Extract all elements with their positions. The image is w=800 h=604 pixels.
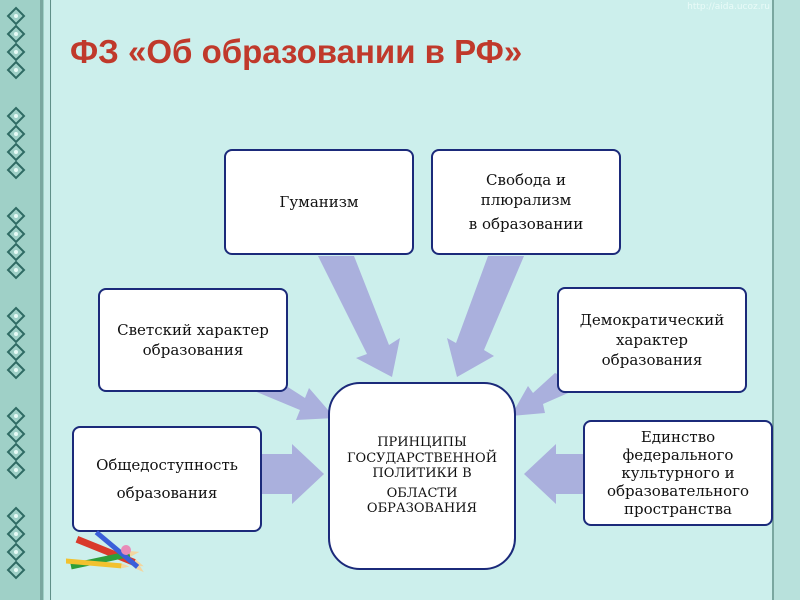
principle-line: в образовании	[468, 215, 584, 234]
pencils-icon	[66, 530, 144, 573]
principle-line: образования	[116, 484, 218, 502]
center-line: ПОЛИТИКИ В	[372, 466, 472, 482]
center-line: ГОСУДАРСТВЕННОЙ	[346, 450, 498, 466]
principle-line: образовательного	[607, 482, 749, 500]
principle-line: Демократический	[579, 310, 725, 329]
arrow-unity	[524, 444, 584, 504]
ornament-icon	[0, 0, 34, 600]
ornament-border-right	[772, 0, 800, 600]
center-line: ПРИНЦИПЫ	[377, 435, 467, 451]
principle-freedom: Свобода и плюрализм в образовании	[431, 149, 621, 255]
slide-title: ФЗ «Об образовании в РФ»	[70, 33, 523, 70]
principle-line: Общедоступность	[96, 455, 238, 474]
principle-unity: Единство федерального культурного и обра…	[583, 420, 773, 526]
arrow-freedom	[447, 256, 524, 377]
principle-line: образования	[142, 341, 244, 359]
arrow-humanism	[318, 256, 400, 377]
principle-humanism: Гуманизм	[224, 149, 414, 255]
principle-line: характер	[615, 330, 689, 349]
principle-line: Гуманизм	[279, 192, 359, 211]
principle-line: образования	[601, 351, 703, 370]
arrow-accessibility	[262, 444, 324, 504]
principle-accessibility: Общедоступность образования	[72, 426, 262, 532]
ornament-border-left	[0, 0, 51, 600]
center-line: ОБЛАСТИ	[386, 485, 458, 501]
principle-democratic: Демократический характер образования	[557, 287, 747, 393]
principle-line: пространства	[624, 500, 732, 518]
principle-line: Единство	[640, 428, 716, 446]
principle-line: Свобода и	[486, 170, 566, 189]
principle-line: плюрализм	[480, 190, 572, 209]
center-line: ОБРАЗОВАНИЯ	[366, 501, 478, 517]
center-principles: ПРИНЦИПЫ ГОСУДАРСТВЕННОЙ ПОЛИТИКИ В ОБЛА…	[328, 382, 516, 570]
principle-line: культурного и	[621, 464, 735, 482]
watermark: http://aida.ucoz.ru	[687, 2, 770, 12]
principle-line: федерального	[622, 446, 734, 464]
principle-secular: Светский характер образования	[98, 288, 288, 392]
principle-line: Светский характер	[117, 320, 269, 339]
